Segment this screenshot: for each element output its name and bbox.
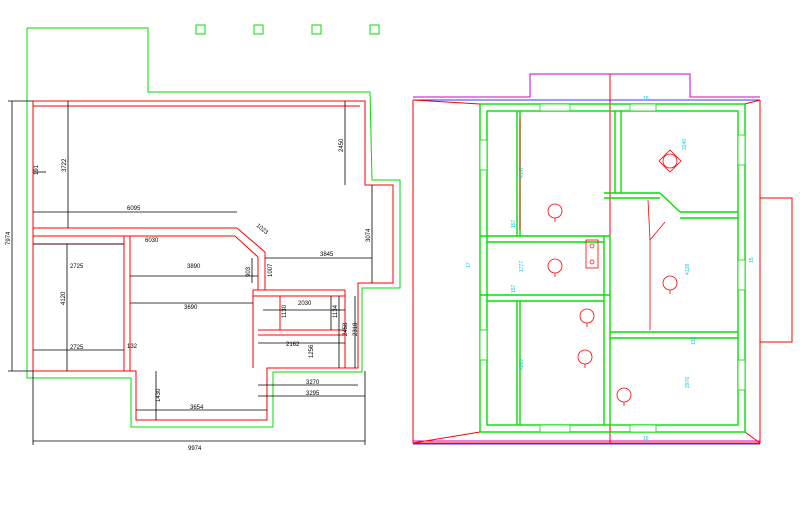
vent-marker-2 (253, 24, 264, 35)
dim-2725-top: 2725 (70, 264, 84, 270)
anno-157-top: 157 (511, 219, 517, 228)
anno-1777: 1777 (519, 261, 525, 272)
dim-2450: 2450 (339, 138, 345, 152)
dim-903: 903 (246, 266, 252, 277)
anno-16-top: 16 (643, 96, 649, 102)
dim-1134: 1134 (333, 304, 339, 318)
right-roof-outline (412, 73, 793, 445)
anno-3240: 3240 (682, 139, 688, 150)
dim-3074: 3074 (366, 228, 372, 242)
right-floor-plan: 3240 4147 157 1777 157 4128 4262 2976 13… (412, 73, 793, 445)
dim-3270: 3270 (306, 380, 320, 386)
dim-3654: 3654 (190, 405, 204, 411)
dim-2318: 2318 (353, 322, 359, 336)
bath-fixture-dot1 (589, 243, 595, 249)
dim-1023: 1023 (255, 223, 270, 237)
dim-2162: 2162 (286, 342, 300, 348)
anno-132: 132 (691, 336, 697, 345)
anno-2976: 2976 (685, 377, 691, 388)
anno-15: 15 (749, 257, 755, 263)
dim-3845: 3845 (320, 252, 334, 258)
dim-191: 191 (34, 164, 40, 175)
bath-fixture (585, 239, 599, 269)
dim-3295: 3295 (306, 391, 320, 397)
anno-17: 17 (466, 262, 472, 268)
dim-3690: 3690 (184, 305, 198, 311)
dim-9974: 9974 (188, 446, 202, 452)
ceiling-lights (547, 149, 682, 406)
anno-4262: 4262 (519, 359, 525, 370)
dim-3722: 3722 (62, 158, 68, 172)
dim-6095: 6095 (127, 206, 141, 212)
dim-6030: 6030 (145, 238, 159, 244)
dim-2030: 2030 (298, 301, 312, 307)
left-floor-plan: 191 3722 2450 7974 6095 6030 1023 3074 2… (6, 24, 401, 452)
left-dimension-lines (8, 100, 373, 445)
left-roof-outline (26, 27, 401, 428)
vent-marker-4 (369, 24, 380, 35)
anno-157-mid: 157 (511, 284, 517, 293)
dim-1007: 1007 (268, 263, 274, 277)
vent-marker-3 (311, 24, 322, 35)
anno-4128: 4128 (685, 264, 691, 275)
dim-7974: 7974 (6, 231, 12, 245)
dim-2725-bottom: 2725 (70, 345, 84, 351)
dim-1130: 1130 (282, 304, 288, 318)
left-exterior-wall (32, 100, 394, 421)
anno-16-bottom: 16 (643, 436, 649, 442)
vent-marker-1 (195, 24, 206, 35)
hall-lines (519, 118, 666, 330)
dim-3890: 3890 (187, 264, 201, 270)
dim-1430: 1430 (156, 388, 162, 402)
dim-132: 132 (127, 344, 138, 350)
dim-1256: 1256 (309, 344, 315, 358)
dim-4120: 4120 (61, 291, 67, 305)
right-openings (479, 103, 746, 433)
anno-4147: 4147 (519, 167, 525, 178)
dim-2458: 2458 (343, 322, 349, 336)
bath-fixture-dot2 (589, 259, 595, 265)
